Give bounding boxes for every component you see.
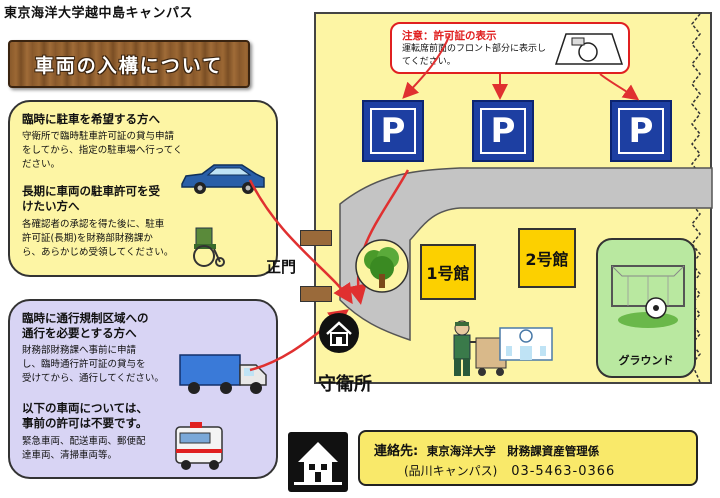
contact-campus: (品川キャンパス) xyxy=(404,464,498,478)
parking-info-panel: 臨時に駐車を希望する方へ 守衛所で臨時駐車許可証の貸与申請 をしてから、指定の駐… xyxy=(8,100,278,277)
text-line: ださい。 xyxy=(22,159,61,170)
no-permit-body: 緊急車両、配送車両、郵便配 達車両、清掃車両等。 xyxy=(22,435,146,463)
guard-office-label: 守衛所 xyxy=(318,374,372,395)
soccer-goal-icon xyxy=(611,265,685,328)
contact-line-1: 連絡先: 東京海洋大学 財務課資産管理係 xyxy=(374,440,599,459)
text-line: 緊急車両、配送車両、郵便配 xyxy=(22,436,146,447)
text-line: 受けてから、通行してください。 xyxy=(22,373,164,384)
traffic-info-panel: 臨時に通行規制区域への 通行を必要とする方へ 財務部財務課へ事前に申請 し、臨時… xyxy=(8,299,278,479)
parking-sign-letter: P xyxy=(370,108,416,154)
guard-house-icon xyxy=(319,313,359,353)
title-line: 事前の許可は不要です。 xyxy=(22,416,148,430)
building-2: 2号館 xyxy=(518,228,576,288)
text-line: をしてから、指定の駐車場へ行ってく xyxy=(22,145,183,156)
contact-organization: 東京海洋大学 財務課資産管理係 xyxy=(426,444,600,458)
banner-title-board: 車両の入構について xyxy=(8,40,250,88)
parking-sign-letter: P xyxy=(480,108,526,154)
text-line: 許可証(長期)を財務部財務課か xyxy=(22,233,153,244)
restricted-area-title: 臨時に通行規制区域への 通行を必要とする方へ xyxy=(22,311,149,341)
wheelchair-icon xyxy=(193,227,225,267)
contact-label: 連絡先: xyxy=(374,444,419,459)
text-line: し、臨時通行許可証の貸与を xyxy=(22,359,146,370)
house-icon xyxy=(288,432,348,492)
text-line: 守衛所で臨時駐車許可証の貸与申請 xyxy=(22,131,175,142)
sports-ground: グラウンド xyxy=(596,238,696,378)
contact-line-2: (品川キャンパス) 03-5463-0366 xyxy=(404,462,615,479)
title-line: けたい方へ xyxy=(22,199,80,213)
temporary-parking-body: 守衛所で臨時駐車許可証の貸与申請 をしてから、指定の駐車場へ行ってく ださい。 xyxy=(22,130,182,172)
permit-notice: 注意：許可証の表示 運転席前面のフロント部分に表示してください。 xyxy=(390,22,630,74)
long-term-parking-title: 長期に車両の駐車許可を受 けたい方へ xyxy=(22,184,160,214)
campus-title: 東京海洋大学越中島キャンパス xyxy=(4,6,194,21)
parking-sign-1: P xyxy=(362,100,424,162)
notice-body: 運転席前面のフロント部分に表示してください。 xyxy=(402,44,547,67)
tree-icon xyxy=(355,239,409,293)
parking-sign-3: P xyxy=(610,100,672,162)
text-line: 財務部財務課へ事前に申請 xyxy=(22,345,137,356)
long-term-parking-body: 各確認者の承認を得た後に、駐車 許可証(長期)を財務部財務課か ら、あらかじめ受… xyxy=(22,218,173,260)
text-line: 達車両、清掃車両等。 xyxy=(22,450,118,461)
temporary-parking-title: 臨時に駐車を希望する方へ xyxy=(22,112,160,126)
contact-phone: 03-5463-0366 xyxy=(511,464,616,479)
text-line: 各確認者の承認を得た後に、駐車 xyxy=(22,219,165,230)
ambulance-icon xyxy=(175,422,223,470)
parking-sign-2: P xyxy=(472,100,534,162)
car-icon xyxy=(181,164,265,194)
title-line: 臨時に通行規制区域への xyxy=(22,311,149,325)
parking-sign-letter: P xyxy=(618,108,664,154)
no-permit-title: 以下の車両については、 事前の許可は不要です。 xyxy=(22,401,148,431)
restricted-area-body: 財務部財務課へ事前に申請 し、臨時通行許可証の貸与を 受けてから、通行してくださ… xyxy=(22,344,164,386)
title-line: 長期に車両の駐車許可を受 xyxy=(22,184,160,198)
text-line: ら、あらかじめ受領してください。 xyxy=(22,247,174,258)
banner-title: 車両の入構について xyxy=(34,54,224,77)
building-icon xyxy=(499,327,553,361)
windshield-permit-icon xyxy=(554,33,624,65)
ground-label: グラウンド xyxy=(618,354,674,367)
main-gate-label: 正門 xyxy=(266,258,297,276)
gate-post-bottom xyxy=(300,286,332,302)
title-line: 以下の車両については、 xyxy=(22,401,148,415)
building-1: 1号館 xyxy=(420,244,476,300)
gate-post-top xyxy=(300,230,332,246)
contact-box: 連絡先: 東京海洋大学 財務課資産管理係 (品川キャンパス) 03-5463-0… xyxy=(358,430,698,486)
title-line: 通行を必要とする方へ xyxy=(22,326,137,340)
truck-icon xyxy=(179,354,267,394)
